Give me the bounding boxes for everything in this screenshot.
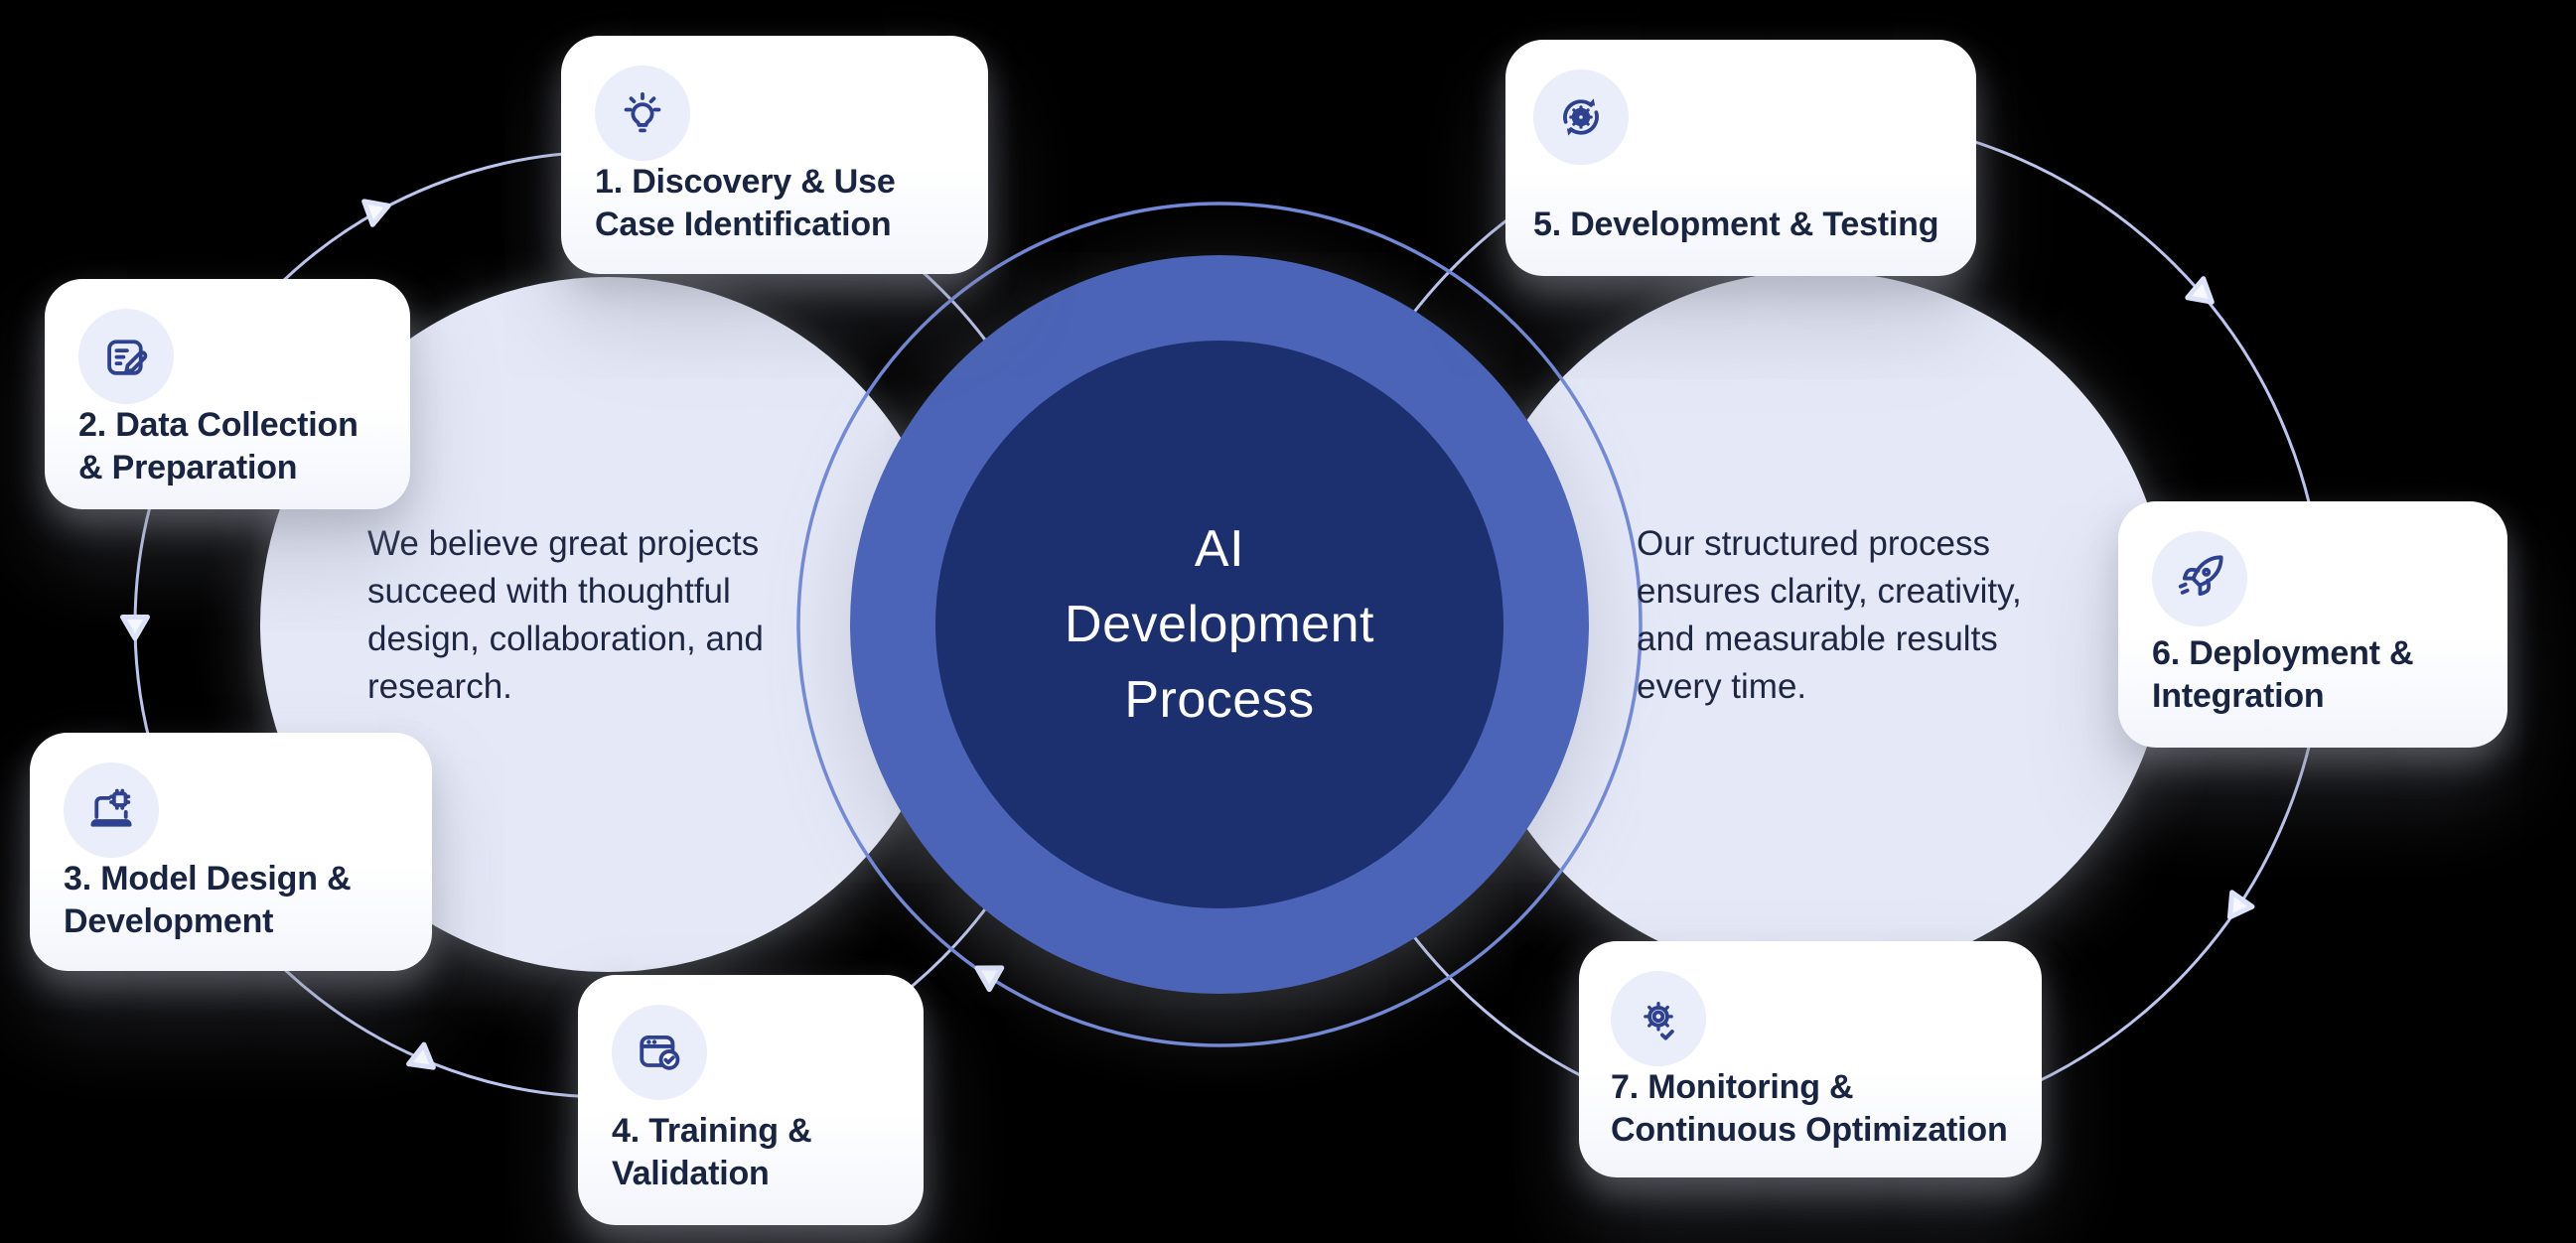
step-card-6: 6. Deployment & Integration xyxy=(2118,501,2507,748)
gear-check-icon xyxy=(1611,971,1706,1066)
step-card-5: 5. Development & Testing xyxy=(1505,40,1976,276)
step-label: 7. Monitoring & Continuous Optimization xyxy=(1611,1068,2008,1150)
left-note: We believe great projects succeed with t… xyxy=(367,524,764,706)
step-card-2: 2. Data Collection & Preparation xyxy=(45,279,410,509)
flow-arrow xyxy=(974,965,1005,993)
step-card-3: 3. Model Design & Development xyxy=(30,733,432,971)
step-label: 1. Discovery & Use Case Identification xyxy=(595,163,896,244)
laptop-chip-icon xyxy=(64,762,159,858)
lightbulb-icon xyxy=(595,66,690,161)
right-note: Our structured process ensures clarity, … xyxy=(1637,524,2022,706)
edit-note-icon xyxy=(78,309,174,404)
flow-arrow xyxy=(2185,276,2215,305)
flow-arrow xyxy=(120,615,150,641)
step-card-4: 4. Training & Validation xyxy=(578,975,924,1225)
step-card-7: 7. Monitoring & Continuous Optimization xyxy=(1579,941,2042,1177)
step-label: 4. Training & Validation xyxy=(612,1111,812,1192)
step-label: 5. Development & Testing xyxy=(1533,205,1939,243)
gear-sync-icon xyxy=(1533,69,1629,165)
flow-arrow xyxy=(2226,890,2255,920)
window-check-icon xyxy=(612,1005,707,1100)
diagram-title: AI Development Process xyxy=(1065,520,1374,729)
step-card-1: 1. Discovery & Use Case Identification xyxy=(561,36,988,274)
flow-arrow xyxy=(361,199,391,227)
rocket-icon xyxy=(2152,531,2247,626)
center-ring xyxy=(796,202,1643,1047)
step-label: 3. Model Design & Development xyxy=(64,860,352,941)
center-circle-outer-ring: AI Development Process xyxy=(850,255,1589,994)
flow-arrow xyxy=(406,1041,436,1070)
step-label: 2. Data Collection & Preparation xyxy=(78,406,358,487)
step-label: 6. Deployment & Integration xyxy=(2152,633,2414,715)
center-circle: AI Development Process xyxy=(935,341,1503,908)
